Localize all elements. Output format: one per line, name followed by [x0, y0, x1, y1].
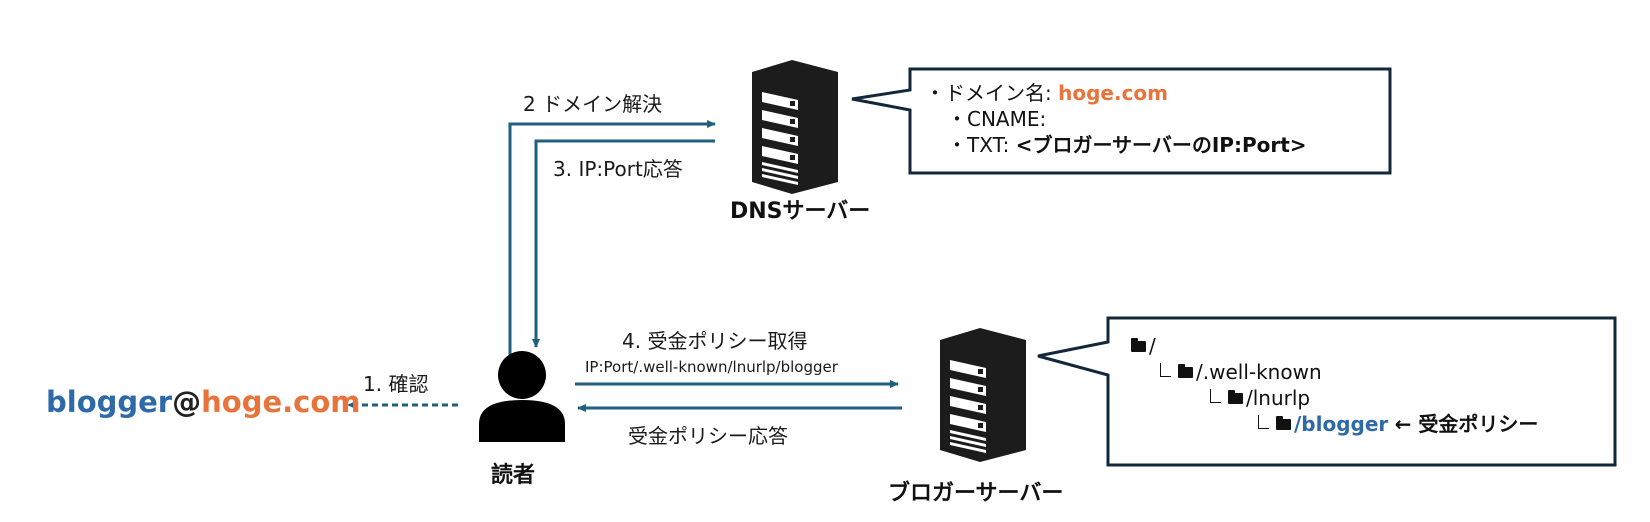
- dns-domain-value: hoge.com: [1058, 81, 1169, 105]
- dns-cname-line: ・CNAME:: [947, 107, 1047, 131]
- step2-label: 2 ドメイン解決: [523, 92, 663, 116]
- blogger-server-icon: [940, 328, 1026, 462]
- lightning-address: blogger@hoge.com: [46, 385, 360, 419]
- blogger-server-label: ブロガーサーバー: [888, 481, 1064, 506]
- person-icon: [479, 351, 565, 442]
- email-domain: hoge.com: [201, 385, 361, 419]
- dns-domain-line: ・ドメイン名: hoge.com: [925, 81, 1169, 105]
- arrow-domain-resolve: [508, 120, 716, 362]
- tree-callout-box: [1037, 316, 1617, 467]
- step4-url: IP:Port/.well-known/lnurlp/blogger: [585, 358, 838, 376]
- reader-label: 読者: [491, 463, 536, 488]
- dns-server-icon: [752, 60, 838, 194]
- folder-icon: [1131, 338, 1146, 352]
- dns-server-label: DNSサーバー: [730, 199, 871, 224]
- email-at: @: [172, 385, 202, 419]
- step5-label: 受金ポリシー応答: [628, 424, 788, 448]
- arrow-ip-port-response: [532, 139, 715, 348]
- tree-lnurlp: /lnurlp: [1128, 385, 1538, 411]
- dns-callout-content: ・ドメイン名: hoge.com ・CNAME: ・TXT: <ブロガーサーバー…: [925, 80, 1307, 158]
- folder-icon: [1178, 364, 1193, 378]
- tree-branch-icon: [1210, 389, 1221, 403]
- step3-label: 3. IP:Port応答: [553, 157, 683, 181]
- tree-branch-icon: [1160, 363, 1171, 377]
- dns-txt-line: ・TXT: <ブロガーサーバーのIP:Port>: [947, 133, 1307, 157]
- dns-callout-box: [851, 67, 1392, 175]
- tree-blogger: /blogger ← 受金ポリシー: [1128, 411, 1538, 437]
- step4-label: 4. 受金ポリシー取得: [622, 329, 808, 353]
- tree-blogger-name: /blogger: [1294, 412, 1389, 436]
- tree-root: /: [1128, 333, 1538, 359]
- folder-icon: [1276, 416, 1291, 430]
- tree-well-known: /.well-known: [1128, 359, 1538, 385]
- tree-annotation: ← 受金ポリシー: [1394, 412, 1539, 436]
- email-user: blogger: [46, 385, 173, 419]
- step1-label: 1. 確認: [363, 372, 429, 396]
- tree-branch-icon: [1258, 415, 1269, 429]
- directory-tree: / /.well-known /lnurlp /blogger ← 受金ポリシー: [1128, 333, 1538, 437]
- folder-icon: [1228, 390, 1243, 404]
- dns-txt-value: <ブロガーサーバーのIP:Port>: [1015, 133, 1307, 157]
